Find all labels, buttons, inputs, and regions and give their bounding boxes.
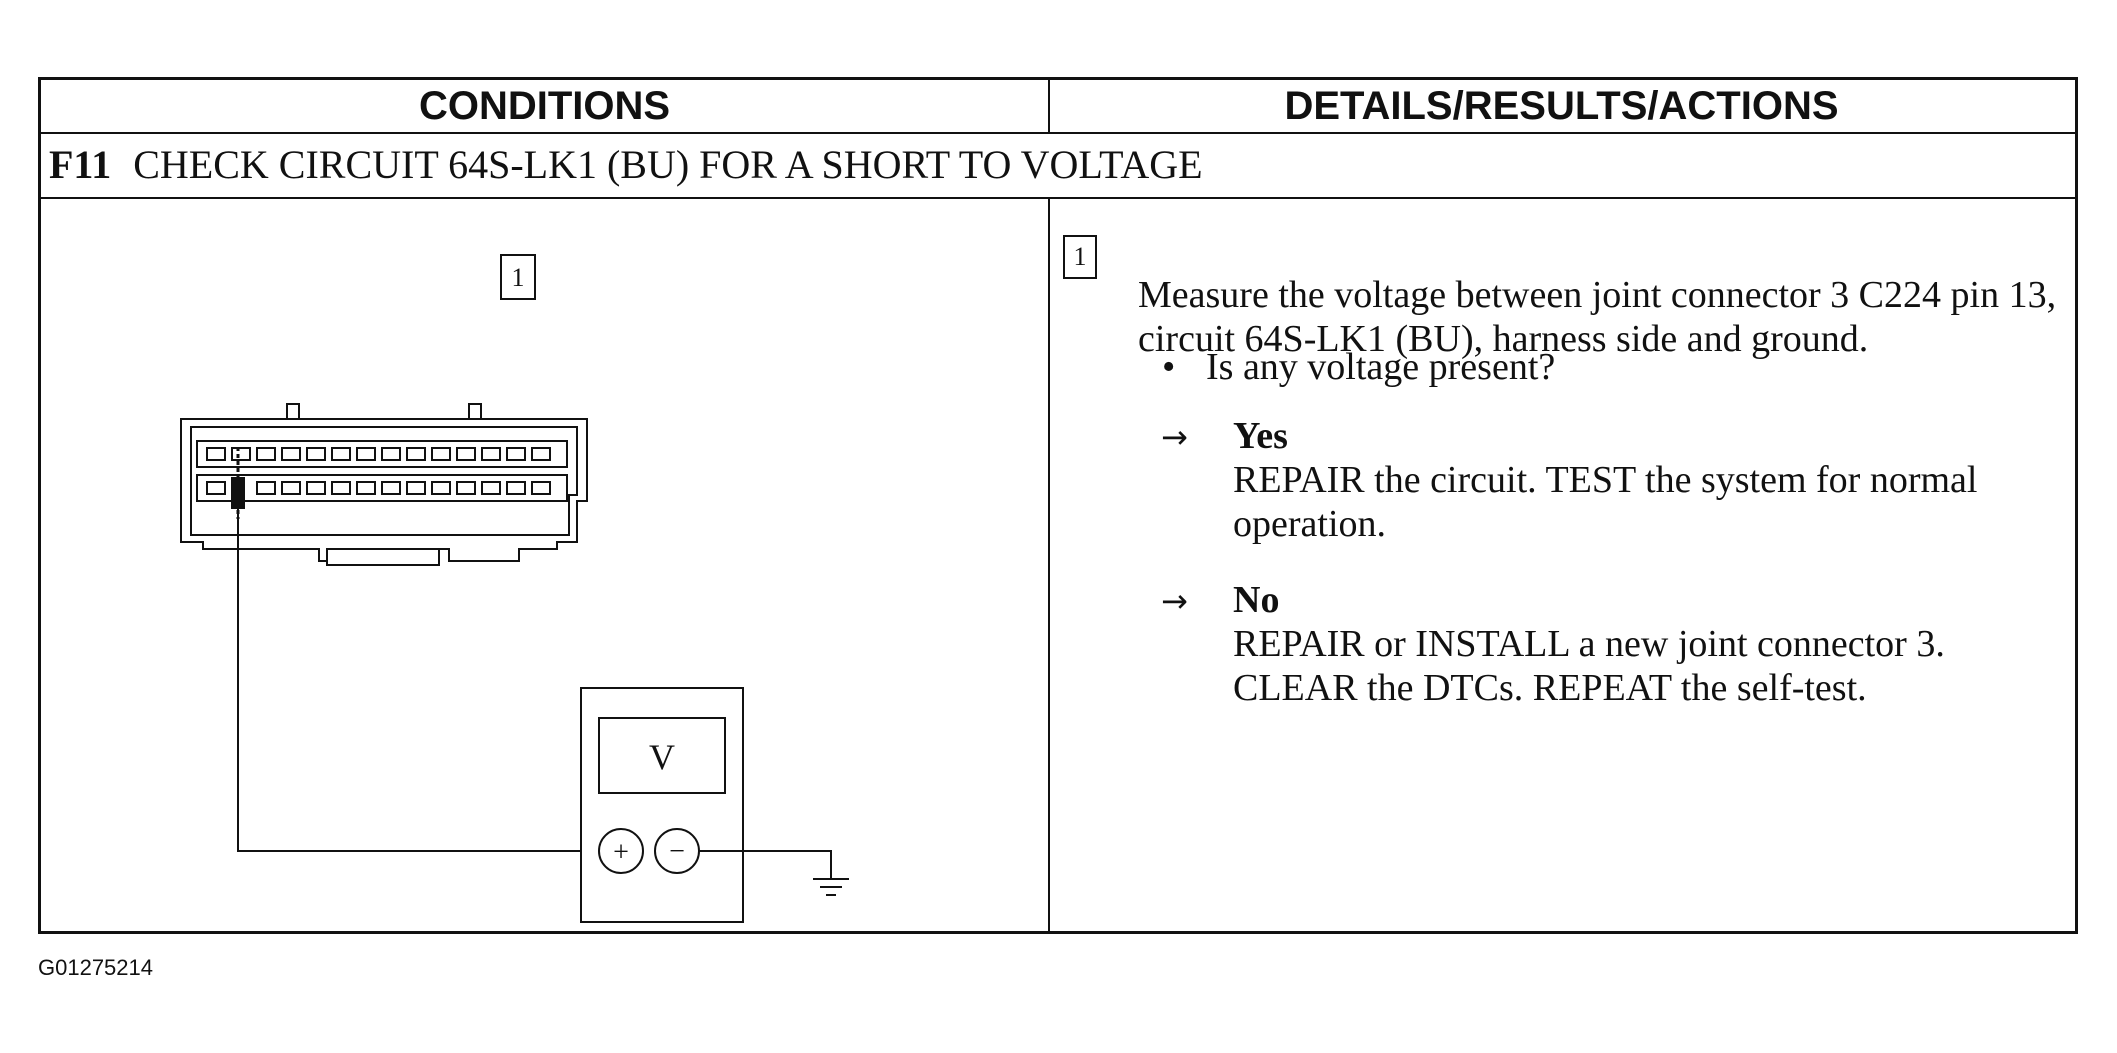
meter-probe-lead — [231, 447, 601, 852]
positive-terminal — [598, 828, 644, 874]
meter-display — [598, 717, 726, 794]
procedure-table: CONDITIONS DETAILS/RESULTS/ACTIONS F11 CH… — [38, 77, 2078, 934]
negative-terminal-symbol: − — [669, 836, 685, 867]
yes-arrow-icon: → — [1161, 418, 1188, 456]
step-title: CHECK CIRCUIT 64S-LK1 (BU) FOR A SHORT T… — [133, 142, 1203, 187]
header-divider — [1048, 80, 1050, 132]
voltage-question: Is any voltage present? — [1206, 346, 1556, 388]
step-number: F11 — [49, 142, 112, 187]
no-action: REPAIR or INSTALL a new joint connector … — [1233, 623, 1945, 709]
meter-display-unit: V — [649, 737, 675, 777]
step-title-row: F11 CHECK CIRCUIT 64S-LK1 (BU) FOR A SHOR… — [49, 135, 1203, 195]
voltmeter: V + − — [580, 687, 744, 923]
connector-pins — [206, 447, 551, 495]
yes-result: Yes REPAIR the circuit. TEST the system … — [1233, 414, 2063, 546]
step-rule — [41, 197, 2075, 199]
figure-id: G01275214 — [38, 955, 153, 980]
details-callout-box: 1 — [1063, 235, 1097, 279]
voltage-question-row: • Is any voltage present? — [1162, 345, 1555, 389]
diagram-callout-box — [500, 254, 536, 300]
bullet-icon: • — [1162, 346, 1176, 388]
no-label: No — [1233, 579, 1280, 621]
no-result: No REPAIR or INSTALL a new joint connect… — [1233, 578, 2063, 710]
header-rule — [41, 132, 2075, 134]
diagram-callout-number: 1 — [512, 263, 525, 292]
details-header: DETAILS/RESULTS/ACTIONS — [1284, 84, 1839, 128]
yes-label: Yes — [1233, 415, 1288, 457]
no-arrow-icon: → — [1161, 582, 1188, 620]
column-divider — [1048, 197, 1050, 931]
conditions-header: CONDITIONS — [418, 84, 671, 128]
positive-terminal-symbol: + — [613, 837, 629, 868]
ground-symbol — [699, 850, 849, 896]
yes-action: REPAIR the circuit. TEST the system for … — [1233, 459, 1978, 545]
connector-diagram: 1 — [180, 254, 849, 923]
measure-instruction: Measure the voltage between joint connec… — [1138, 274, 2057, 360]
